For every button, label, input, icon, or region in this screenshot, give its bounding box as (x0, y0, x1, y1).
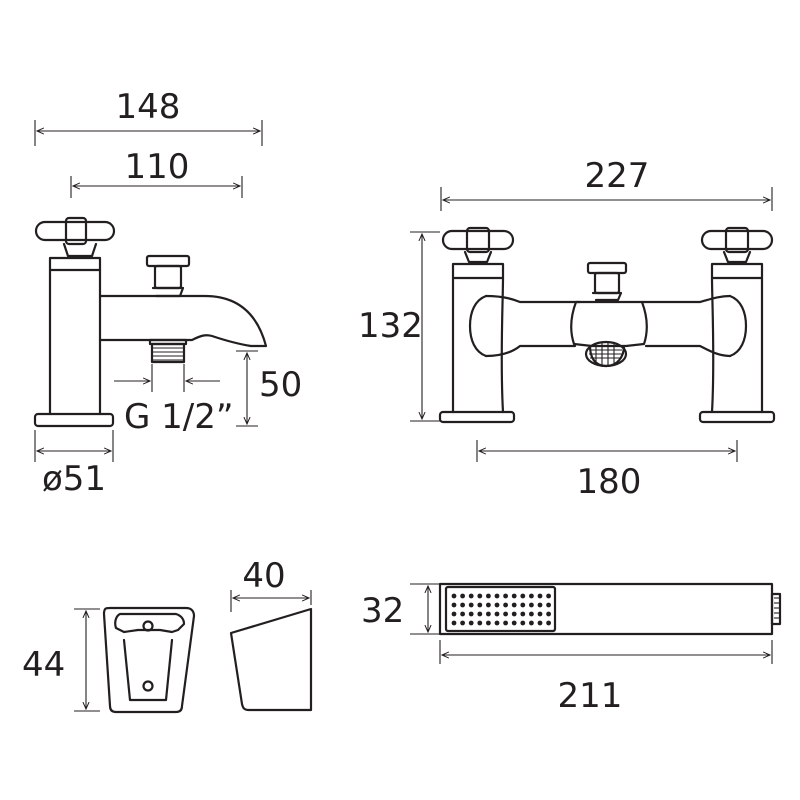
dimension-spout-height: 50 (236, 350, 302, 427)
spray-nozzle (520, 620, 526, 626)
spray-nozzle (494, 620, 500, 626)
spray-nozzle (477, 620, 483, 626)
side-spout (98, 254, 268, 364)
spray-nozzle (511, 620, 517, 626)
spray-nozzle (546, 593, 551, 599)
spray-nozzle (520, 611, 526, 617)
dimension-handset-length: 211 (439, 640, 773, 716)
front-diverter (570, 261, 648, 368)
spray-nozzle (477, 593, 483, 599)
spray-nozzle (529, 620, 534, 626)
spray-nozzle (486, 593, 491, 599)
front-right-pillar (698, 262, 776, 424)
handset-body (438, 582, 782, 636)
spray-nozzle (494, 593, 500, 599)
spray-nozzle (468, 593, 474, 599)
handset-spray-nozzles (451, 593, 551, 626)
spray-nozzle (537, 611, 543, 617)
spray-nozzle (468, 611, 474, 617)
spray-nozzle (477, 611, 483, 617)
spray-nozzle (468, 620, 474, 626)
spray-nozzle (546, 602, 551, 608)
handset-view: 32 211 (361, 582, 782, 716)
dimension-width-overall-side: 148 (34, 87, 263, 146)
spray-nozzle (451, 593, 457, 599)
dimension-holder-depth: 40 (230, 556, 312, 612)
spout-height-label: 50 (259, 365, 302, 405)
front-left-cross-handle (441, 226, 515, 264)
aerator-grid (589, 343, 623, 365)
spray-nozzle (451, 602, 457, 608)
handset-diameter-label: 32 (361, 591, 404, 631)
spray-nozzle (511, 602, 517, 608)
spray-nozzle (520, 593, 526, 599)
dimension-holder-height: 44 (22, 608, 100, 712)
dimension-outlet-thread: G 1/2” (114, 364, 234, 437)
spray-nozzle (520, 602, 526, 608)
spray-nozzle (477, 602, 483, 608)
spray-nozzle (503, 602, 508, 608)
spray-nozzle (460, 620, 465, 626)
spray-nozzle (460, 611, 465, 617)
spray-nozzle (468, 602, 474, 608)
spray-nozzle (511, 611, 517, 617)
spray-nozzle (511, 593, 517, 599)
holder-side (229, 607, 313, 712)
outlet-thread-label: G 1/2” (124, 397, 234, 437)
spray-nozzle (546, 620, 551, 626)
front-left-pillar (438, 262, 516, 424)
dimension-width-overall-front: 227 (440, 156, 773, 211)
spray-nozzle (451, 611, 457, 617)
side-tap-body (33, 256, 115, 428)
side-cross-handle (34, 216, 116, 258)
spray-nozzle (503, 593, 508, 599)
spray-nozzle (494, 602, 500, 608)
holder-front (102, 606, 196, 714)
holder-height-label: 44 (22, 645, 65, 685)
front-height-label: 132 (358, 306, 423, 346)
spray-nozzle (486, 611, 491, 617)
side-width-label: 148 (116, 87, 181, 127)
spray-nozzle (537, 593, 543, 599)
front-right-cross-handle (700, 226, 774, 264)
outlet-thread-lines (150, 342, 186, 364)
spray-nozzle (546, 611, 551, 617)
front-width-label: 227 (585, 156, 650, 196)
base-diameter-label: ø51 (42, 459, 106, 499)
spout-reach-label: 110 (125, 147, 190, 187)
dimension-spout-reach: 110 (70, 147, 243, 198)
spray-nozzle (460, 602, 465, 608)
front-bridge (468, 294, 748, 358)
dimension-centres: 180 (476, 440, 738, 502)
spray-nozzle (486, 602, 491, 608)
side-view: 148 110 (33, 87, 302, 499)
spray-nozzle (460, 593, 465, 599)
spray-nozzle (529, 611, 534, 617)
spray-nozzle (537, 620, 543, 626)
front-view: 227 132 (358, 156, 776, 502)
spray-nozzle (529, 593, 534, 599)
spray-nozzle (486, 620, 491, 626)
dimension-base-diameter: ø51 (34, 430, 114, 499)
handset-length-label: 211 (558, 676, 623, 716)
holder-depth-label: 40 (242, 556, 285, 596)
spray-nozzle (451, 620, 457, 626)
spray-nozzle (537, 602, 543, 608)
dimension-handset-diameter: 32 (361, 583, 440, 635)
spray-nozzle (503, 620, 508, 626)
holder-view: 44 40 (22, 556, 313, 714)
dimension-height: 132 (358, 231, 440, 422)
centres-label: 180 (577, 462, 642, 502)
spray-nozzle (503, 611, 508, 617)
spray-nozzle (529, 602, 534, 608)
spray-nozzle (494, 611, 500, 617)
